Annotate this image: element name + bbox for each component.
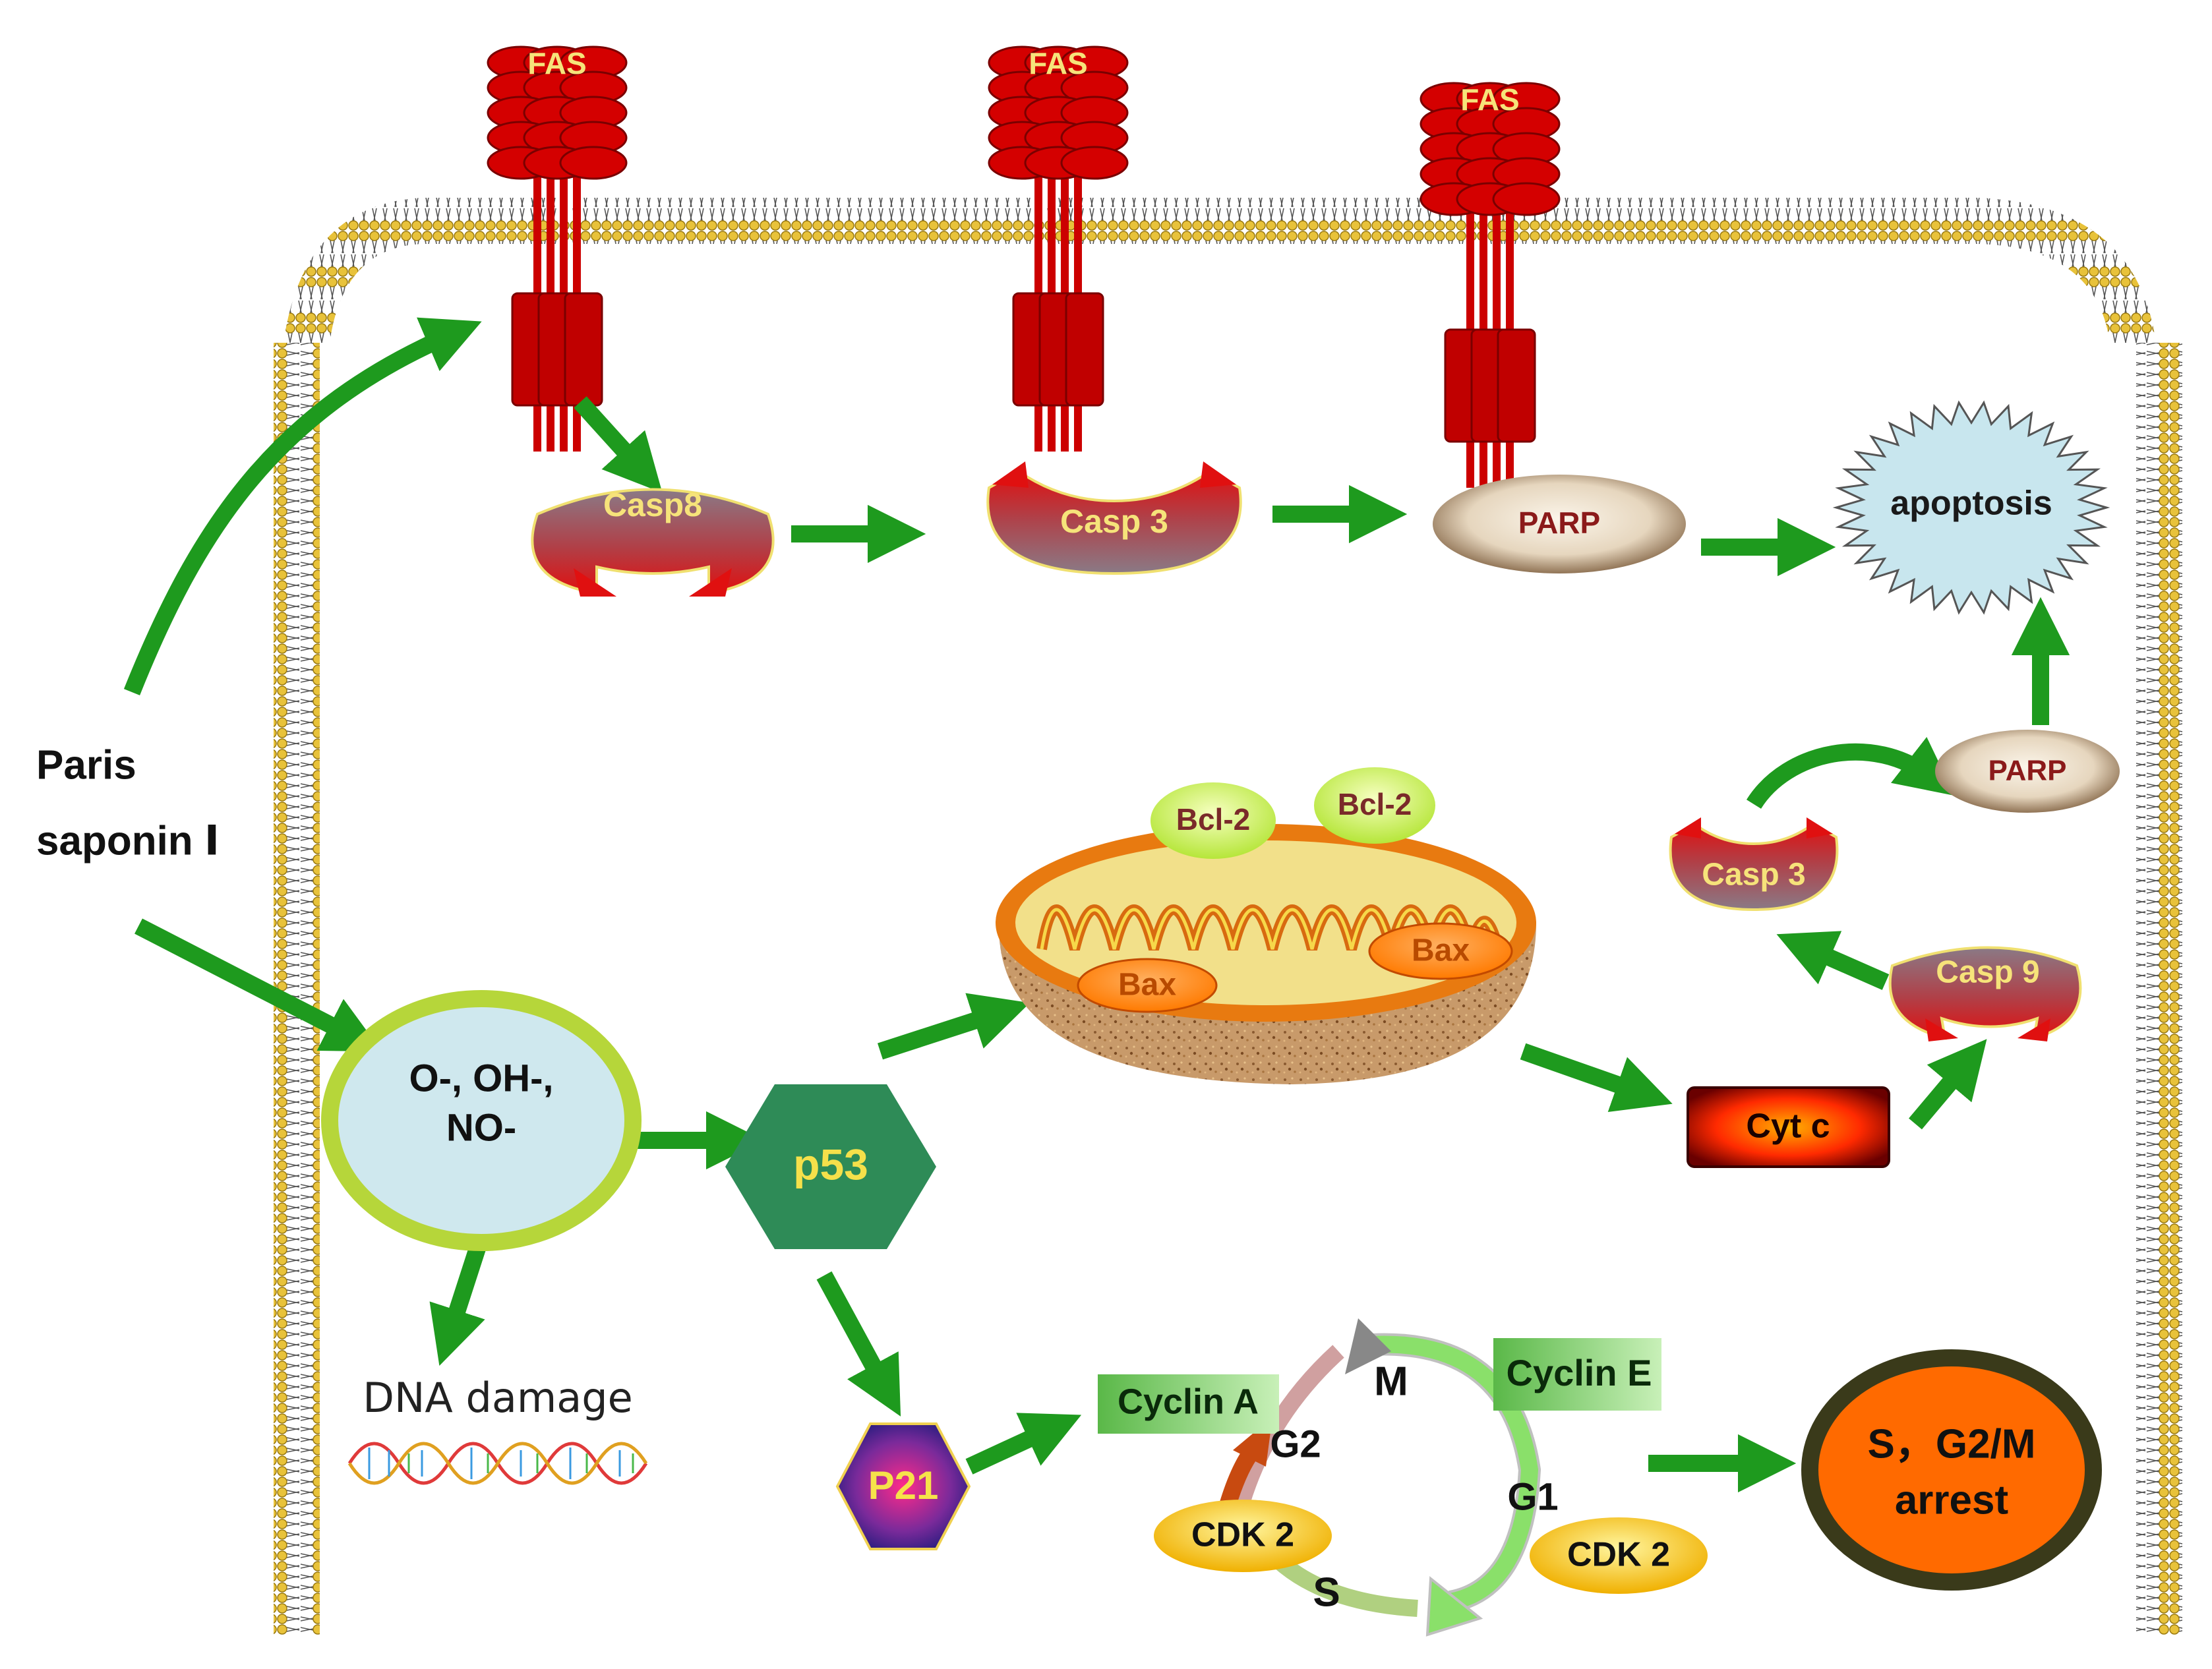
cell-membrane (274, 198, 2182, 1635)
svg-text:Cyclin A: Cyclin A (1118, 1382, 1259, 1421)
svg-text:saponin Ⅰ: saponin Ⅰ (36, 818, 220, 864)
bcl2-left-node: Bcl-2 (1151, 782, 1276, 859)
fas-receptor-label: FAS (527, 46, 586, 80)
svg-text:Cyt c: Cyt c (1746, 1107, 1830, 1146)
cyclin-e-node: Cyclin E (1493, 1338, 1661, 1411)
cdk2-left-node: CDK 2 (1154, 1500, 1332, 1572)
svg-text:Casp8: Casp8 (603, 486, 702, 523)
fas-receptor-label: FAS (1460, 82, 1519, 117)
svg-text:Cyclin E: Cyclin E (1507, 1352, 1652, 1393)
bax-right-node: Bax (1368, 922, 1513, 980)
cytc-node: Cyt c (1687, 1086, 1890, 1168)
arrow-p21-to-cyclina (965, 1413, 1082, 1475)
arrow-casp3-to-parp2 (1746, 736, 1955, 809)
svg-text:arrest: arrest (1895, 1477, 2008, 1523)
cdk2-right-node: CDK 2 (1530, 1517, 1708, 1594)
svg-text:CDK 2: CDK 2 (1191, 1516, 1294, 1554)
svg-text:P21: P21 (868, 1463, 939, 1508)
arrest-node: S，G2/M arrest (1801, 1349, 2102, 1591)
casp3-node: Casp 3 (986, 461, 1242, 575)
svg-text:PARP: PARP (1518, 506, 1600, 540)
svg-text:NO-: NO- (446, 1106, 516, 1149)
arrow-saponin-to-ros (135, 918, 382, 1052)
p53-node: p53 (725, 1084, 936, 1249)
svg-text:Bcl-2: Bcl-2 (1176, 802, 1250, 836)
svg-text:Bax: Bax (1412, 933, 1470, 968)
cyclin-a-node: Cyclin A (1098, 1374, 1279, 1434)
arrow-fas-to-casp8 (574, 396, 663, 493)
arrow-p53-to-p21 (816, 1271, 901, 1417)
arrow-saponin-to-fas (123, 317, 482, 695)
svg-text:O-, OH-,: O-, OH-, (409, 1057, 553, 1099)
svg-text:Bcl-2: Bcl-2 (1338, 787, 1412, 821)
dna-damage-node: DNA damage (347, 1374, 648, 1485)
fas-receptor-2: FAS (988, 45, 1129, 452)
svg-text:Casp 3: Casp 3 (1702, 858, 1805, 893)
bax-left-node: Bax (1077, 958, 1218, 1013)
svg-text:S，G2/M: S，G2/M (1868, 1421, 2036, 1467)
casp8-node: Casp8 (531, 486, 775, 597)
casp9-node: Casp 9 (1888, 946, 2082, 1041)
svg-text:Bax: Bax (1118, 968, 1176, 1003)
arrow-mito-to-cytc (1520, 1043, 1673, 1113)
arrow-cytc-to-casp9 (1909, 1039, 1987, 1130)
arrow-p53-to-mito (877, 993, 1031, 1060)
casp3-intrinsic-node: Casp 3 (1669, 817, 1839, 912)
svg-text:Casp 9: Casp 9 (1936, 955, 2039, 990)
phase-g1-label: G1 (1507, 1475, 1558, 1518)
apoptosis-node: apoptosis (1832, 400, 2110, 615)
svg-text:DNA damage: DNA damage (363, 1374, 632, 1422)
p21-node: P21 (835, 1422, 971, 1550)
ros-node: O-, OH-, NO- (321, 990, 642, 1251)
svg-text:p53: p53 (793, 1140, 868, 1188)
paris-saponin-label: Paris saponin Ⅰ (36, 742, 220, 864)
fas-receptor-3: FAS (1420, 82, 1561, 488)
fas-receptor-label: FAS (1029, 46, 1087, 80)
arrow-casp9-to-casp3 (1776, 931, 1890, 990)
parp-node: PARP (1433, 475, 1686, 573)
svg-text:Casp 3: Casp 3 (1060, 503, 1168, 540)
bcl2-right-node: Bcl-2 (1314, 767, 1435, 844)
pathway-arrows (123, 317, 2070, 1493)
svg-text:apoptosis: apoptosis (1890, 484, 2052, 523)
svg-text:Paris: Paris (36, 742, 136, 788)
phase-s-label: S (1313, 1569, 1340, 1615)
svg-text:CDK 2: CDK 2 (1567, 1536, 1670, 1574)
dna-helix-icon (347, 1442, 648, 1485)
parp-intrinsic-node: PARP (1935, 730, 2120, 813)
fas-receptor-1: FAS (487, 45, 628, 452)
phase-m-label: M (1374, 1359, 1408, 1404)
phase-g2-label: G2 (1270, 1422, 1321, 1465)
svg-text:PARP: PARP (1988, 755, 2067, 787)
